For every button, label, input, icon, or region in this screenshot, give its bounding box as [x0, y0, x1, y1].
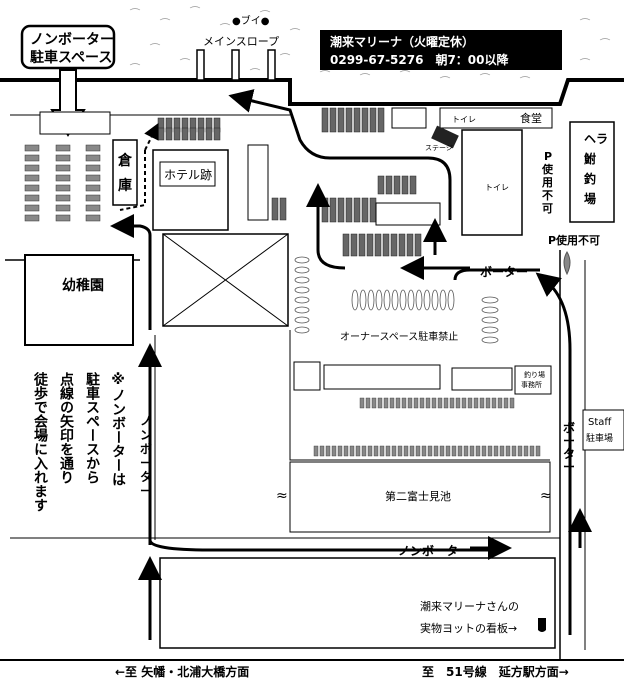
warehouse: [112, 139, 138, 206]
p-not-available: P使用不可: [548, 233, 600, 247]
signboard-line1: 潮来マリーナさんの: [420, 599, 519, 613]
second-fuji-pond: [289, 461, 551, 533]
boater-v-0: ボ: [563, 420, 575, 435]
marina-box-2: [323, 364, 441, 390]
boater-parking-cars: [271, 107, 422, 257]
herabuna-fishing-area: [569, 121, 615, 223]
p-na-v-4: 可: [542, 202, 553, 215]
water-area: [129, 6, 611, 79]
herabuna-0: ヘラ: [584, 132, 608, 146]
herabuna-3: 場: [584, 191, 596, 206]
walking-path-arrow: [144, 122, 159, 151]
kindergarten-label: 幼稚園: [62, 277, 104, 294]
nb-v-2: ボ: [140, 441, 152, 456]
cafeteria-label: 食堂: [520, 111, 542, 125]
stage-label: ステージ: [425, 144, 453, 152]
traffic-arrows: [110, 89, 572, 640]
toilet-small-box: [391, 107, 427, 129]
direction-right: 至 51号線 延方駅方面→: [422, 664, 569, 679]
p-not-available-vertical: P 使 用 不 可: [541, 150, 554, 215]
fishing-office: [514, 365, 552, 395]
yacht-sign-icon: [538, 618, 546, 632]
water-wave-right: ≈: [540, 488, 552, 504]
slope-piers: [196, 49, 276, 81]
boater-v-3: ー: [563, 460, 575, 474]
note-col4: 徒歩で会場に入れます: [32, 372, 48, 512]
note-col2: 駐車スペースから: [84, 372, 100, 484]
staff-parking-2: 駐車場: [586, 432, 613, 444]
herabuna-2: 釣: [584, 171, 596, 186]
marina-name: 潮来マリーナ（火曜定休）: [330, 34, 474, 49]
nb-v-4: タ: [140, 470, 152, 484]
second-fuji-pond-label: 第二富士見池: [385, 489, 451, 503]
herabuna-1: 鮒: [584, 151, 596, 166]
nb-v-5: ー: [140, 484, 152, 498]
warehouse-label-2: 庫: [118, 177, 132, 194]
non-boater-vertical-label: ノ ン ボ ー タ ー: [140, 414, 152, 498]
staff-parking: [582, 409, 624, 451]
boat-rows: [313, 397, 541, 457]
water-wave-left: ≈: [276, 488, 288, 504]
non-boater-parking-slots: [24, 144, 101, 222]
p-na-v-1: 使: [541, 162, 554, 176]
non-boater-parking-line1: ノンボーター: [30, 32, 114, 48]
long-building: [247, 144, 269, 221]
p-na-v-2: 用: [542, 176, 553, 189]
signpost-icon: [563, 251, 571, 276]
boater-v-1: ー: [563, 434, 575, 448]
marina-box-1: [293, 361, 321, 391]
non-boater-label: ノンボーター: [398, 543, 470, 558]
hotel-ruins-label: ホテル跡: [164, 167, 212, 182]
nb-v-3: ー: [140, 456, 152, 470]
marina-outline: [154, 330, 550, 540]
boats: [294, 256, 499, 344]
nb-v-1: ン: [140, 428, 152, 442]
toilet-small-label: トイレ: [452, 115, 476, 124]
hotel-parking-cars: [157, 117, 221, 141]
bottom-lot: [159, 557, 556, 649]
kindergarten: [24, 254, 134, 346]
building-top-left: [39, 111, 111, 135]
toilet-building: [461, 129, 523, 236]
buoy-label: ●ブイ●: [232, 14, 270, 27]
p-na-v-3: 不: [542, 189, 553, 202]
fishing-office-1: 釣り場: [524, 370, 545, 379]
boater-label: ボーター: [480, 264, 528, 279]
warehouse-label-1: 倉: [117, 152, 133, 169]
non-boater-parking-line2: 駐車スペース: [30, 49, 112, 66]
stage-block: [431, 125, 459, 149]
phone-hours: 0299-67-5276 朝7：00以降: [330, 52, 510, 67]
header-box: [320, 30, 562, 70]
note-col1: ※ノンボーターは: [110, 372, 126, 486]
main-slope-label: メインスロープ: [203, 35, 279, 48]
staff-parking-1: Staff: [588, 417, 612, 428]
cafeteria-box: [439, 107, 553, 129]
fishing-office-2: 事務所: [521, 380, 542, 389]
non-boater-parking-label: ノンボーター 駐車スペース: [20, 24, 116, 137]
signboard-line2: 実物ヨットの看板→: [420, 621, 517, 635]
p-na-v-0: P: [544, 150, 552, 163]
non-boater-note: ※ノンボーターは 駐車スペースから 点線の矢印を通り 徒歩で会場に入れます: [20, 372, 130, 532]
small-office: [375, 202, 441, 226]
nb-v-0: ノ: [140, 414, 152, 428]
crossed-building: [162, 233, 289, 327]
marina-box-3: [451, 367, 513, 391]
note-col3: 点線の矢印を通り: [58, 372, 74, 484]
boater-v-2: タ: [563, 447, 575, 461]
direction-left: ←至 矢幡・北浦大橋方面: [115, 664, 249, 679]
owner-space-label: オーナースペース駐車禁止: [340, 330, 458, 343]
toilet-large-label: トイレ: [485, 183, 509, 192]
hotel-ruins-label-box: [159, 161, 216, 187]
boater-vertical-label: ボ ー タ ー: [563, 420, 575, 474]
walking-path: [119, 150, 146, 211]
